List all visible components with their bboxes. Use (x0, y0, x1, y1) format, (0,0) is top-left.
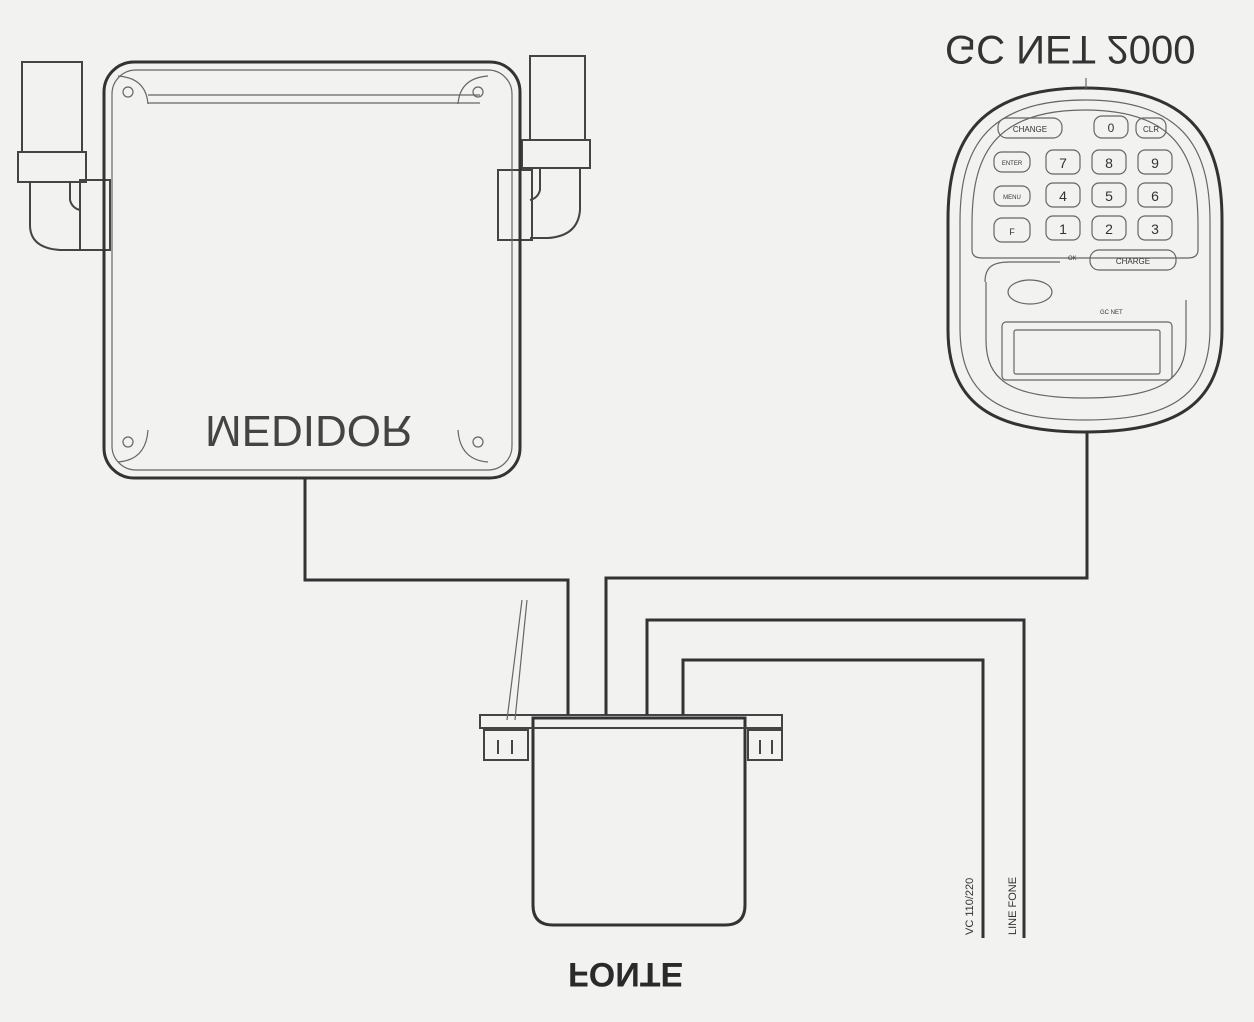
key-clr[interactable] (1135, 117, 1167, 139)
medidor-label: MEDIDOR (205, 406, 413, 455)
svg-text:0: 0 (1108, 121, 1115, 135)
svg-text:7: 7 (1059, 155, 1067, 171)
svg-text:6: 6 (1151, 188, 1159, 204)
medidor-box: MEDIDOR (17, 55, 591, 480)
gc-net-device: GC NET 2000 CHANGE 0 CLR ENTER MENU F 7 (945, 27, 1224, 434)
key-charge[interactable] (1089, 249, 1177, 271)
key-menu[interactable] (993, 185, 1031, 207)
keypad-side-keys: ENTER MENU F (993, 151, 1031, 243)
svg-text:5: 5 (1105, 188, 1113, 204)
wire-vc-power (681, 658, 985, 938)
key-0[interactable] (1093, 115, 1129, 139)
brand-small-label: GC NET (1100, 310, 1123, 316)
wire-line-fone (645, 618, 1026, 938)
svg-text:8: 8 (1105, 155, 1113, 171)
line-fone-label: LINE FONE (1007, 877, 1019, 935)
key-change[interactable] (997, 117, 1063, 139)
key-4[interactable] (1045, 182, 1081, 208)
gc-net-label: GC NET 2000 (945, 27, 1196, 71)
key-f[interactable] (993, 217, 1031, 243)
svg-text:CHARGE: CHARGE (1116, 257, 1150, 266)
wire-medidor-fonte (303, 478, 570, 715)
svg-text:ENTER: ENTER (1002, 161, 1023, 167)
display-screen (1001, 321, 1173, 381)
key-2[interactable] (1091, 215, 1127, 241)
key-3[interactable] (1137, 215, 1173, 241)
indicator-light (1007, 279, 1053, 305)
svg-text:1: 1 (1059, 221, 1067, 237)
svg-text:4: 4 (1059, 188, 1067, 204)
wiring (303, 432, 1089, 938)
fonte-label: FONTE (568, 955, 683, 993)
left-pipe (17, 61, 111, 251)
svg-text:MENU: MENU (1003, 195, 1021, 201)
svg-text:F: F (1009, 227, 1015, 237)
key-8[interactable] (1091, 149, 1127, 175)
key-enter[interactable] (993, 151, 1031, 173)
keypad-numeric-grid: 7 8 9 4 5 6 1 2 3 (1045, 149, 1173, 241)
key-5[interactable] (1091, 182, 1127, 208)
svg-text:CLR: CLR (1143, 125, 1159, 134)
svg-text:CHANGE: CHANGE (1013, 125, 1047, 134)
svg-text:9: 9 (1151, 155, 1159, 171)
key-7[interactable] (1045, 149, 1081, 175)
key-9[interactable] (1137, 149, 1173, 175)
ok-label: OK (1068, 256, 1077, 262)
vc-power-label: VC 110/220 (964, 878, 976, 935)
svg-text:2: 2 (1105, 221, 1113, 237)
key-1[interactable] (1045, 215, 1081, 241)
fonte-box: FONTE (479, 714, 783, 993)
key-6[interactable] (1137, 182, 1173, 208)
wire-gcnet-fonte (604, 432, 1089, 715)
keypad-top-row: CHANGE 0 CLR (997, 115, 1167, 139)
svg-text:3: 3 (1151, 221, 1159, 237)
corner-screws (117, 75, 489, 463)
